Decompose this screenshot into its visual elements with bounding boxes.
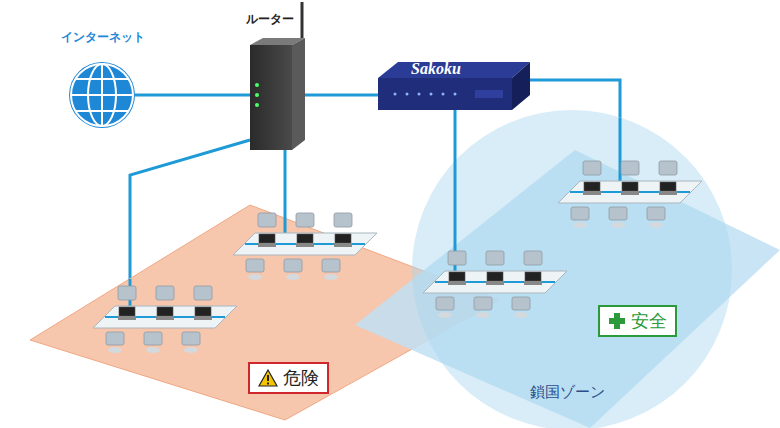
warning-icon [258, 369, 278, 387]
zone-badge: 危険 [283, 367, 319, 389]
internet-globe: インターネット [55, 30, 150, 130]
node-label: インターネット [61, 30, 145, 44]
zone-label: 鎖国ゾーン [530, 383, 605, 401]
safe-zone-shape [355, 108, 780, 428]
network-cable [305, 94, 378, 97]
sakoku-device: Sakoku [375, 58, 535, 113]
cross-icon [608, 312, 626, 330]
router: ルーター [240, 0, 330, 155]
network-cable [135, 94, 250, 97]
zone-badge: 安全 [631, 310, 667, 332]
device-logo: Sakoku [411, 59, 461, 78]
node-label: ルーター [246, 12, 294, 26]
badge-box: 危険 [248, 362, 329, 394]
network-cable [454, 110, 457, 159]
network-cable [284, 150, 287, 212]
badge-box: 安全 [598, 305, 677, 337]
internet-globe-shape [55, 30, 150, 130]
safe-zone: 安全鎖国ゾーン [355, 108, 780, 428]
